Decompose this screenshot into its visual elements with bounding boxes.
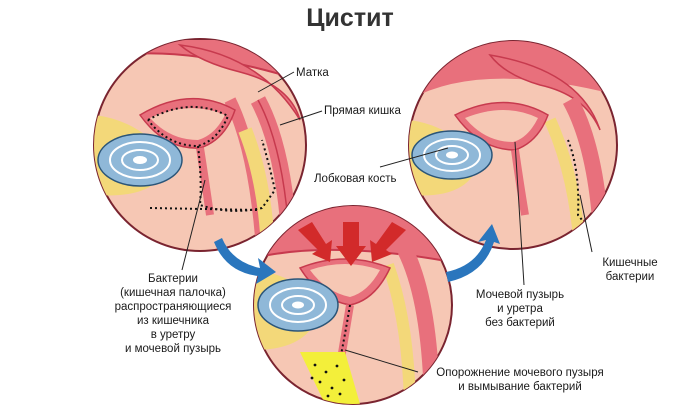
label-emptying: Опорожнение мочевого пузыря и вымывание … bbox=[436, 367, 604, 393]
label-clean-bladder: Мочевой пузырь и уретра без бактерий bbox=[475, 289, 565, 329]
pressure-arrows bbox=[298, 222, 406, 266]
section-clean bbox=[408, 40, 618, 250]
page-title: Цистит bbox=[306, 4, 394, 32]
transition-arrows bbox=[214, 224, 500, 284]
label-pubic-bone: Лобковая кость bbox=[314, 173, 397, 185]
uterus-shape bbox=[177, 43, 301, 121]
section-emptying bbox=[253, 205, 453, 405]
label-rectum: Прямая кишка bbox=[324, 105, 401, 117]
label-bacteria-source: Бактерии (кишечная палочка) распространя… bbox=[114, 273, 232, 355]
section-infected bbox=[93, 38, 307, 252]
label-intestinal-bacteria: Кишечные бактерии bbox=[602, 257, 658, 283]
leader-lines bbox=[181, 71, 593, 373]
label-uterus: Матка bbox=[296, 67, 329, 79]
